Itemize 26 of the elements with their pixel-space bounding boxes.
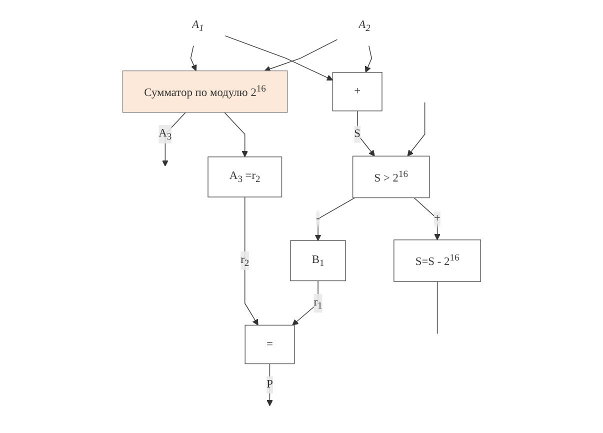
edge-label: A$_{3}$ — [158, 127, 172, 142]
arrow — [190, 45, 197, 72]
arrow — [264, 39, 338, 72]
arrow — [292, 280, 318, 326]
edge-label: r$_{1}$ — [314, 296, 322, 311]
edge-label: S — [354, 128, 360, 140]
edge-label: - — [316, 212, 320, 225]
arrow — [224, 35, 333, 81]
connector — [436, 281, 438, 334]
node-box: A$_{3}$ =r$_{2}$ — [207, 156, 282, 198]
node-box: S > 2$^{16}$ — [352, 156, 430, 198]
node-box: S=S - 2$^{16}$ — [393, 240, 481, 282]
edge-label: r$_{2}$ — [240, 254, 249, 268]
edge-label: P — [266, 378, 273, 391]
node-box: B$_{1}$ — [290, 240, 346, 282]
node-box: Сумматор по модулю 2$^{16}$ — [122, 70, 288, 113]
node-box: + — [332, 72, 382, 112]
arrow — [364, 45, 372, 73]
arrow — [356, 110, 375, 156]
node-box: = — [244, 324, 295, 364]
edge-label: + — [434, 212, 440, 225]
arrow — [244, 196, 258, 326]
arrow — [224, 112, 248, 158]
arrow — [407, 102, 425, 156]
arrow — [266, 363, 273, 406]
arrow — [162, 112, 186, 167]
